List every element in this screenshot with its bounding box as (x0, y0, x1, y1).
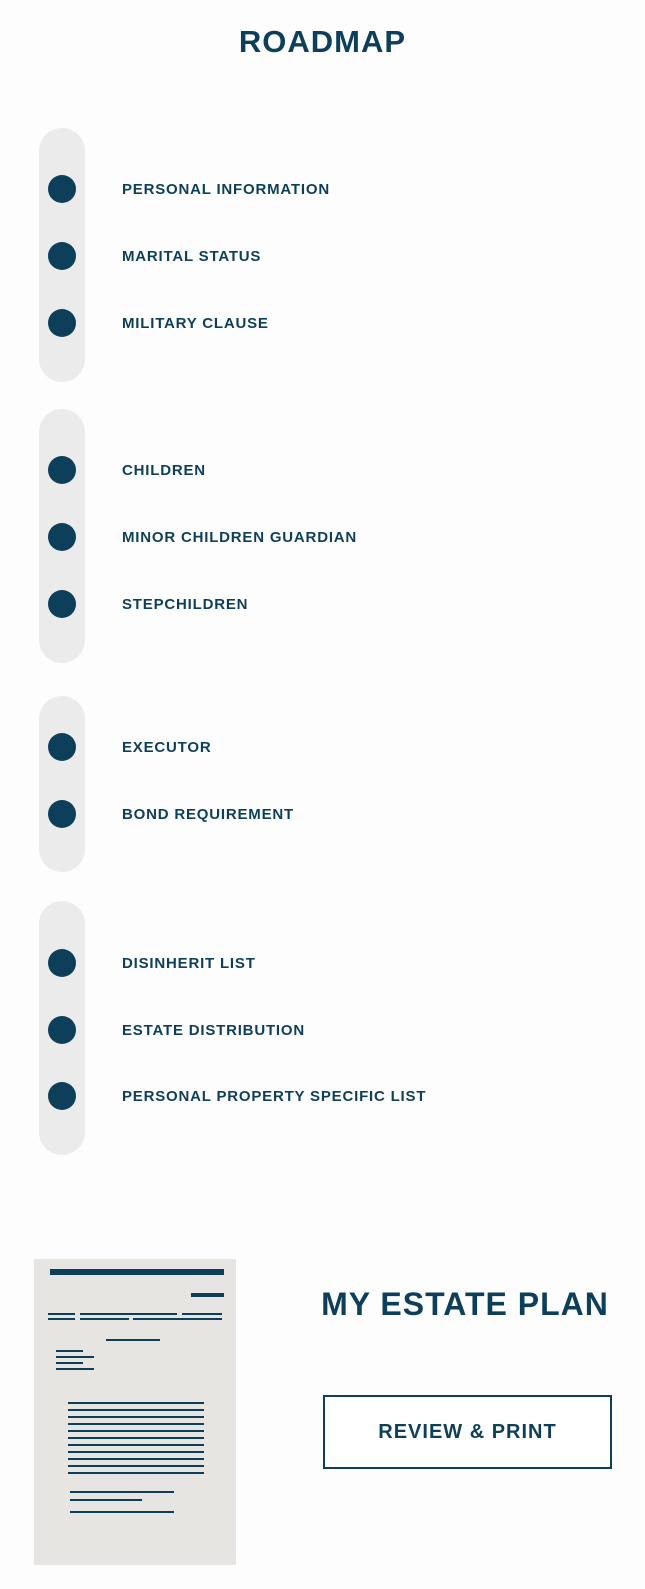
step-children[interactable]: CHILDREN (48, 455, 468, 485)
step-dot-icon (48, 1082, 76, 1110)
step-personal-property-specific-list[interactable]: PERSONAL PROPERTY SPECIFIC LIST (48, 1081, 468, 1111)
step-dot-icon (48, 523, 76, 551)
step-dot-icon (48, 309, 76, 337)
step-executor[interactable]: EXECUTOR (48, 732, 468, 762)
step-label: MILITARY CLAUSE (122, 314, 269, 332)
roadmap-group-track (39, 696, 85, 872)
step-personal-information[interactable]: PERSONAL INFORMATION (48, 174, 468, 204)
page-title: ROADMAP (238, 24, 407, 59)
step-minor-children-guardian[interactable]: MINOR CHILDREN GUARDIAN (48, 522, 468, 552)
step-marital-status[interactable]: MARITAL STATUS (48, 241, 468, 271)
step-bond-requirement[interactable]: BOND REQUIREMENT (48, 799, 468, 829)
step-label: PERSONAL INFORMATION (122, 180, 330, 198)
step-dot-icon (48, 242, 76, 270)
step-label: MARITAL STATUS (122, 247, 262, 265)
estate-plan-title: MY ESTATE PLAN (321, 1286, 609, 1322)
step-dot-icon (48, 175, 76, 203)
step-estate-distribution[interactable]: ESTATE DISTRIBUTION (48, 1015, 468, 1045)
step-label: EXECUTOR (122, 738, 212, 756)
step-stepchildren[interactable]: STEPCHILDREN (48, 589, 468, 619)
step-dot-icon (48, 733, 76, 761)
step-dot-icon (48, 1016, 76, 1044)
review-print-button[interactable]: REVIEW & PRINT (323, 1395, 612, 1469)
step-dot-icon (48, 800, 76, 828)
step-label: DISINHERIT LIST (122, 954, 256, 972)
step-label: ESTATE DISTRIBUTION (122, 1021, 305, 1039)
step-label: BOND REQUIREMENT (122, 805, 294, 823)
document-preview-icon (34, 1259, 236, 1565)
step-label: CHILDREN (122, 461, 206, 479)
step-dot-icon (48, 949, 76, 977)
step-military-clause[interactable]: MILITARY CLAUSE (48, 308, 468, 338)
step-label: PERSONAL PROPERTY SPECIFIC LIST (122, 1087, 427, 1105)
step-dot-icon (48, 456, 76, 484)
step-dot-icon (48, 590, 76, 618)
step-label: STEPCHILDREN (122, 595, 249, 613)
step-label: MINOR CHILDREN GUARDIAN (122, 528, 358, 546)
step-disinherit-list[interactable]: DISINHERIT LIST (48, 948, 468, 978)
